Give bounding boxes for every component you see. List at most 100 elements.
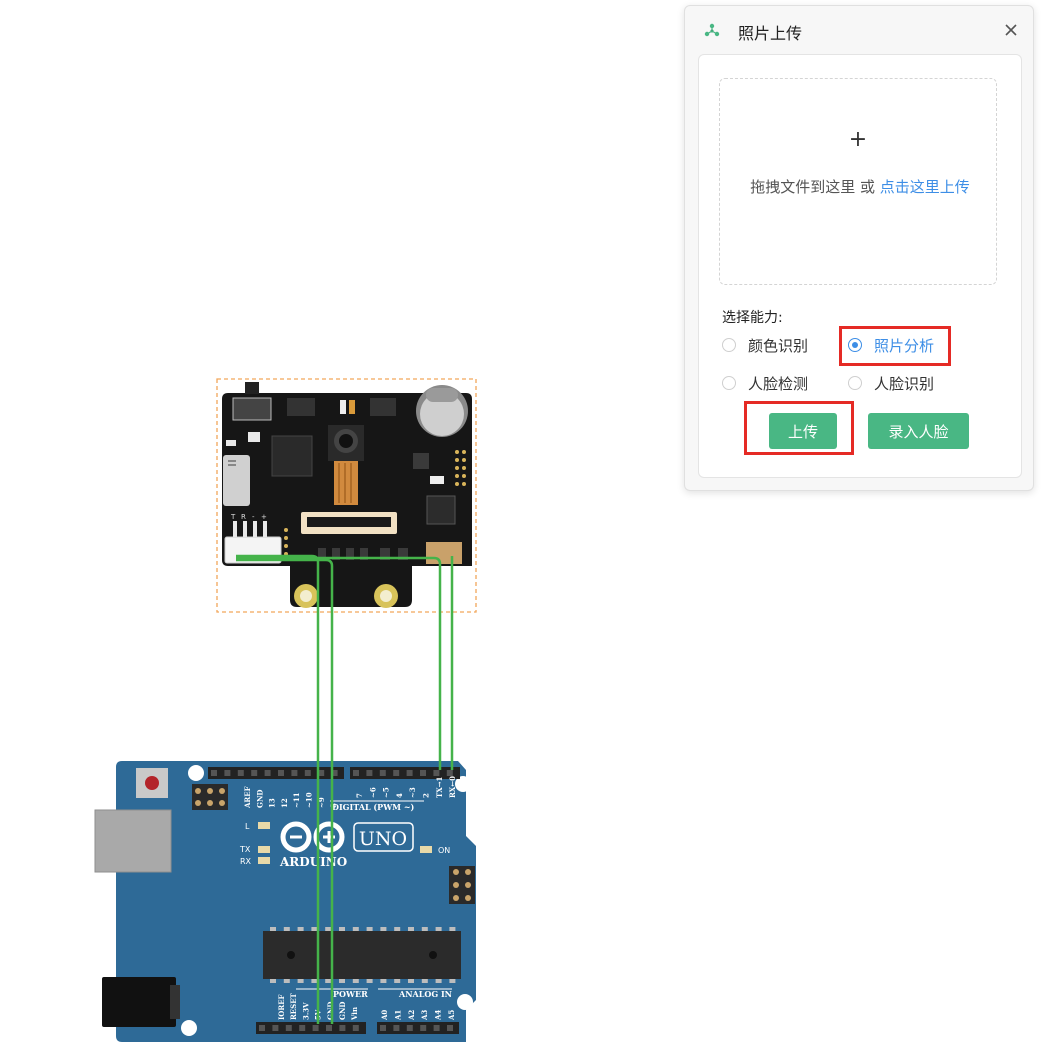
radio-photo-analysis[interactable]: 照片分析 (848, 334, 934, 356)
chip-pin (449, 979, 456, 983)
chip-pin (297, 927, 304, 931)
pin-label-minus: - (252, 513, 255, 521)
pin-label: A4 (434, 1010, 443, 1021)
pin-label: 4 (395, 793, 404, 798)
header-pin[interactable] (312, 1025, 319, 1031)
pin-label: ~3 (408, 787, 417, 798)
header-pin[interactable] (366, 770, 373, 776)
molecule-icon (704, 23, 720, 37)
header-pin[interactable] (299, 1025, 306, 1031)
pin-label: IOREF (277, 994, 286, 1020)
header-pin[interactable] (259, 1025, 265, 1031)
header-pin[interactable] (420, 1025, 427, 1031)
wire-gnd[interactable] (236, 558, 334, 1024)
chip-pin (311, 979, 318, 983)
header-pin[interactable] (406, 770, 413, 776)
header-pin[interactable] (420, 770, 426, 776)
wires[interactable] (236, 554, 454, 1024)
header-pin[interactable] (318, 770, 325, 776)
chip-pin (311, 927, 318, 931)
dropzone-text: 拖拽文件到这里 或 点击这里上传 (742, 169, 978, 205)
dialog-header: 照片上传 (685, 6, 1033, 54)
header-pin[interactable] (278, 770, 284, 776)
header-pin[interactable] (393, 770, 400, 776)
pin-label-plus: + (261, 513, 267, 521)
upload-button[interactable]: 上传 (769, 413, 837, 449)
icsp-header (192, 784, 228, 810)
pin-label-r: R (241, 513, 246, 521)
on-led-label: ON (438, 846, 450, 855)
header-pin[interactable] (339, 1025, 346, 1031)
header-pin[interactable] (272, 1025, 279, 1031)
pin-label: A1 (393, 1010, 402, 1021)
usb-port (223, 455, 250, 506)
upload-dropzone[interactable]: + 拖拽文件到这里 或 点击这里上传 (719, 78, 997, 285)
radio-color-recognition[interactable]: 颜色识别 (722, 334, 808, 356)
pin-label: AREF (243, 786, 252, 809)
header-pin[interactable] (211, 770, 217, 776)
atmega-chip (263, 931, 461, 979)
chip-pin (380, 927, 387, 931)
header-pin[interactable] (237, 770, 244, 776)
chip-pin (270, 927, 276, 931)
icsp-header-right (449, 866, 475, 904)
radio-label: 人脸识别 (874, 374, 935, 393)
arduino-logo (280, 821, 345, 853)
tx-led (258, 846, 270, 853)
radio-face-recognition[interactable]: 人脸识别 (848, 372, 934, 394)
pin-label: 12 (280, 798, 289, 808)
radio-indicator-checked (848, 338, 862, 352)
photo-upload-dialog: 照片上传 + 拖拽文件到这里 或 点击这里上传 选择能力: 颜色识别 照片分析 … (684, 5, 1034, 491)
header-pin[interactable] (291, 770, 298, 776)
header-pin[interactable] (352, 1025, 359, 1031)
header-pin[interactable] (446, 770, 453, 776)
chip-pin (283, 927, 290, 931)
chip-pin (283, 979, 290, 983)
wire-tx[interactable] (236, 556, 442, 770)
header-pin[interactable] (304, 770, 311, 776)
dc-jack (102, 977, 176, 1027)
radio-label: 照片分析 (874, 336, 935, 355)
close-icon[interactable] (1001, 20, 1021, 40)
chip-pin (421, 979, 428, 983)
dialog-body: + 拖拽文件到这里 或 点击这里上传 选择能力: 颜色识别 照片分析 人脸检测 … (698, 54, 1022, 478)
header-pin[interactable] (353, 770, 359, 776)
radio-label: 颜色识别 (748, 336, 809, 355)
pin-label: 8 (329, 803, 338, 808)
drag-hint: 拖拽文件到这里 或 (750, 178, 880, 196)
chip-pin (352, 927, 359, 931)
header-pin[interactable] (406, 1025, 413, 1031)
header-pin[interactable] (224, 770, 231, 776)
header-pin[interactable] (433, 1025, 440, 1031)
header-pin[interactable] (251, 770, 258, 776)
power-header (256, 1022, 366, 1034)
chip-pin (297, 979, 304, 983)
header-pin[interactable] (433, 770, 440, 776)
pin-label: RX←0 (448, 776, 457, 798)
chip-pin (325, 927, 332, 931)
chip-pin (435, 927, 442, 931)
board-hole (188, 765, 204, 781)
enroll-face-button[interactable]: 录入人脸 (868, 413, 969, 449)
header-pin[interactable] (380, 1025, 386, 1031)
pin-label-t: T (230, 513, 236, 521)
pin-label: 13 (268, 798, 277, 808)
pin-label: GND (338, 1002, 347, 1020)
camera-module[interactable]: T R - + (216, 378, 477, 613)
header-pin[interactable] (393, 1025, 400, 1031)
highlight-photo-analysis (839, 326, 951, 366)
chip-pin (352, 979, 359, 983)
click-upload-link[interactable]: 点击这里上传 (879, 178, 970, 196)
radio-face-detection[interactable]: 人脸检测 (722, 372, 808, 394)
header-pin[interactable] (379, 770, 386, 776)
header-pin[interactable] (326, 1025, 332, 1031)
header-pin[interactable] (447, 1025, 453, 1031)
header-pin[interactable] (264, 770, 271, 776)
header-pin[interactable] (331, 770, 338, 776)
rx-led (258, 857, 270, 864)
header-pin[interactable] (285, 1025, 292, 1031)
highlight-upload-button (744, 401, 854, 455)
chip-pin (435, 979, 442, 983)
